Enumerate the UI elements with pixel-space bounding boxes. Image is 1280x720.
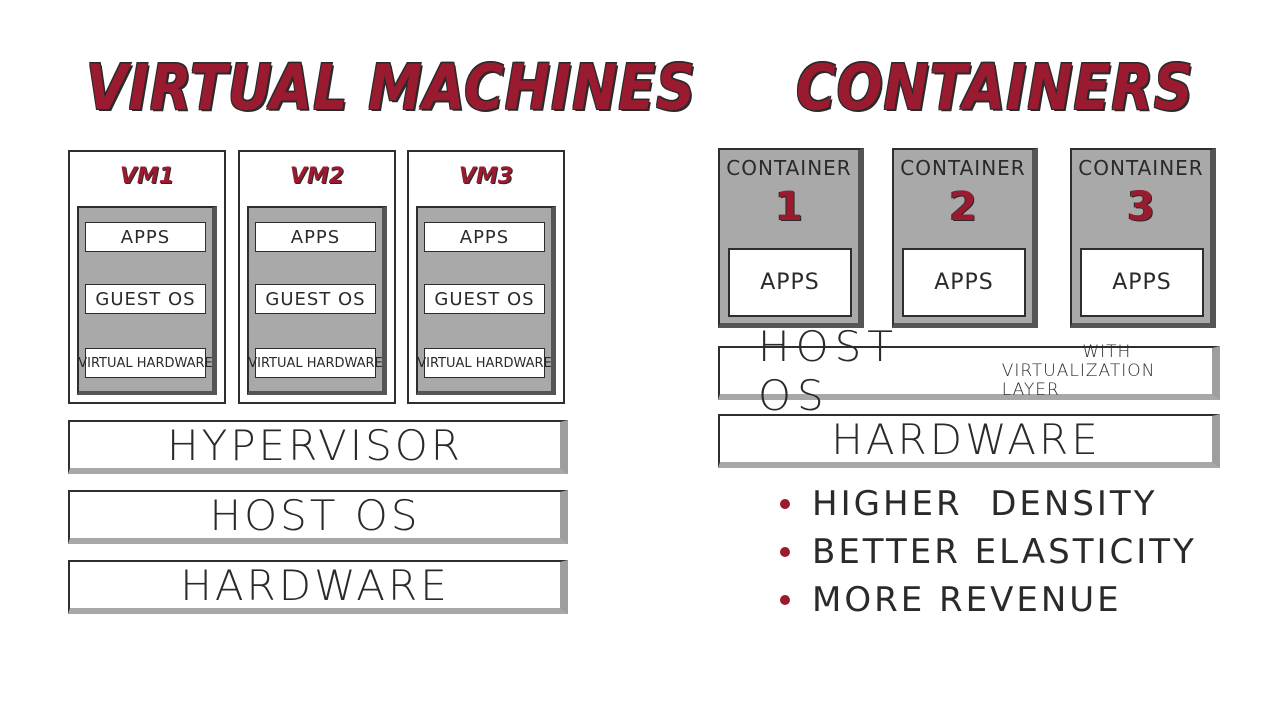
list-item: BETTER ELASTICITY	[780, 528, 1197, 576]
vm-box-1: VM1 APPS GUEST OS VIRTUAL HARDWARE	[68, 150, 226, 404]
vm-guest-os: GUEST OS	[85, 284, 206, 314]
vm-apps: APPS	[85, 222, 206, 252]
containers-title: CONTAINERS	[796, 51, 1194, 124]
vm-apps: APPS	[255, 222, 376, 252]
host-os-label: HOST OS	[758, 322, 899, 420]
vm-box-3: VM3 APPS GUEST OS VIRTUAL HARDWARE	[407, 150, 565, 404]
vm-guest-os: GUEST OS	[424, 284, 545, 314]
vm-stack: APPS GUEST OS VIRTUAL HARDWARE	[247, 206, 387, 395]
vm-host-os-layer: HOST OS	[68, 490, 568, 544]
benefits-list: HIGHER DENSITY BETTER ELASTICITY MORE RE…	[780, 480, 1197, 624]
container-apps: APPS	[728, 248, 852, 317]
vm-guest-os: GUEST OS	[255, 284, 376, 314]
hypervisor-layer: HYPERVISOR	[68, 420, 568, 474]
container-label: CONTAINER	[900, 156, 1026, 180]
vm-virtual-hardware: VIRTUAL HARDWARE	[78, 348, 213, 378]
container-number: 2	[949, 184, 977, 230]
vm-apps: APPS	[424, 222, 545, 252]
bullet-dot-icon	[780, 595, 790, 605]
vm-title: VIRTUAL MACHINES	[86, 51, 697, 124]
benefit-text: BETTER ELASTICITY	[812, 532, 1197, 572]
vm-virtual-hardware: VIRTUAL HARDWARE	[417, 348, 552, 378]
benefit-text: HIGHER DENSITY	[812, 484, 1158, 524]
container-box-1: CONTAINER 1 APPS	[718, 148, 864, 328]
vm-label: VM1	[119, 164, 175, 189]
container-label: CONTAINER	[1078, 156, 1204, 180]
vm-stack: APPS GUEST OS VIRTUAL HARDWARE	[416, 206, 556, 395]
container-apps: APPS	[902, 248, 1026, 317]
benefit-text: MORE REVENUE	[812, 580, 1122, 620]
virtualization-layer-note: WITH VIRTUALIZATION LAYER	[1001, 341, 1212, 400]
virtualization-note-line1: WITH	[1082, 341, 1132, 362]
vm-box-2: VM2 APPS GUEST OS VIRTUAL HARDWARE	[238, 150, 396, 404]
container-number: 3	[1127, 184, 1155, 230]
container-apps: APPS	[1080, 248, 1204, 317]
bullet-dot-icon	[780, 499, 790, 509]
container-number: 1	[775, 184, 803, 230]
vm-label: VM2	[289, 164, 345, 189]
list-item: MORE REVENUE	[780, 576, 1197, 624]
ct-host-os-layer: HOST OS WITH VIRTUALIZATION LAYER	[718, 322, 1220, 420]
vm-label: VM3	[458, 164, 514, 189]
virtualization-note-line2: VIRTUALIZATION LAYER	[1001, 360, 1156, 400]
list-item: HIGHER DENSITY	[780, 480, 1197, 528]
vm-hardware-layer: HARDWARE	[68, 560, 568, 614]
bullet-dot-icon	[780, 547, 790, 557]
container-label: CONTAINER	[726, 156, 852, 180]
container-box-2: CONTAINER 2 APPS	[892, 148, 1038, 328]
ct-hardware-layer: HARDWARE	[718, 414, 1220, 468]
vm-stack: APPS GUEST OS VIRTUAL HARDWARE	[77, 206, 217, 395]
container-box-3: CONTAINER 3 APPS	[1070, 148, 1216, 328]
vm-virtual-hardware: VIRTUAL HARDWARE	[248, 348, 383, 378]
